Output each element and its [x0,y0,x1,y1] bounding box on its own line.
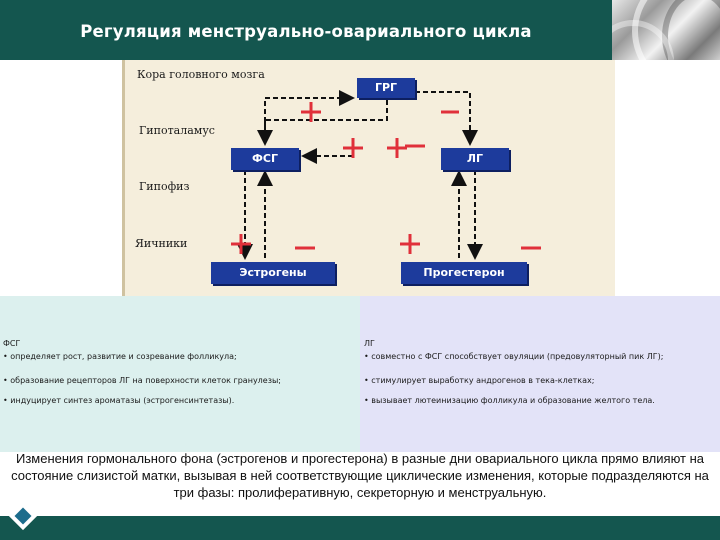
footer-bar [0,516,720,540]
arrow-grg-to-lg [415,91,478,146]
level-label-hypothalamus: Гипоталамус [139,124,215,137]
arrow-grg-feedback [264,90,355,138]
caption-text: Изменения гормонального фона (эстрогенов… [11,451,709,500]
lg-item-2-text: стимулирует выработку андрогенов в тека-… [371,376,595,385]
level-label-ovaries: Яичники [135,237,188,250]
box-progesterone: Прогестерон [401,262,527,284]
arrows-layer [231,90,541,260]
box-lg: ЛГ [441,148,509,170]
box-fsg: ФСГ [231,148,299,170]
box-estrogens: Эстрогены [211,262,335,284]
lg-panel-heading: ЛГ [364,339,375,348]
sign-markers [231,102,541,254]
fsg-item-3: • индуцирует синтез ароматазы (эстрогенс… [3,396,235,405]
fsg-item-1: • определяет рост, развитие и созревание… [3,352,237,361]
fsg-item-2-text: образование рецепторов ЛГ на поверхности… [10,376,281,385]
fsg-item-2: • образование рецепторов ЛГ на поверхнос… [3,376,281,385]
lg-item-1: • совместно с ФСГ способствует овуляции … [364,352,664,361]
diagram-background: Кора головного мозга Гипоталамус Гипофиз… [122,60,615,296]
fsg-item-1-text: определяет рост, развитие и созревание ф… [10,352,237,361]
page-title: Регуляция менструально-овариального цикл… [80,22,532,41]
fsg-info-panel: ФСГ • определяет рост, развитие и созрев… [0,296,360,452]
arrow-grg-to-fsg [257,100,388,146]
lg-item-1-text: совместно с ФСГ способствует овуляции (п… [371,352,664,361]
fsg-item-3-text: индуцирует синтез ароматазы (эстрогенсин… [10,396,235,405]
lg-item-3: • вызывает лютеинизацию фолликула и обра… [364,396,655,405]
fsg-panel-heading: ФСГ [3,339,21,348]
lg-item-2: • стимулирует выработку андрогенов в тек… [364,376,595,385]
diamond-logo-inner [14,507,32,525]
regulation-diagram: Кора головного мозга Гипоталамус Гипофиз… [122,60,615,296]
box-grg: ГРГ [357,78,415,98]
lg-item-3-text: вызывает лютеинизацию фолликула и образо… [371,396,655,405]
abstract-rings-icon [612,0,720,60]
level-label-cortex: Кора головного мозга [137,68,265,81]
lg-info-panel: ЛГ • совместно с ФСГ способствует овуляц… [360,296,720,452]
level-label-pituitary: Гипофиз [139,180,190,193]
header-bar: Регуляция менструально-овариального цикл… [0,0,612,60]
